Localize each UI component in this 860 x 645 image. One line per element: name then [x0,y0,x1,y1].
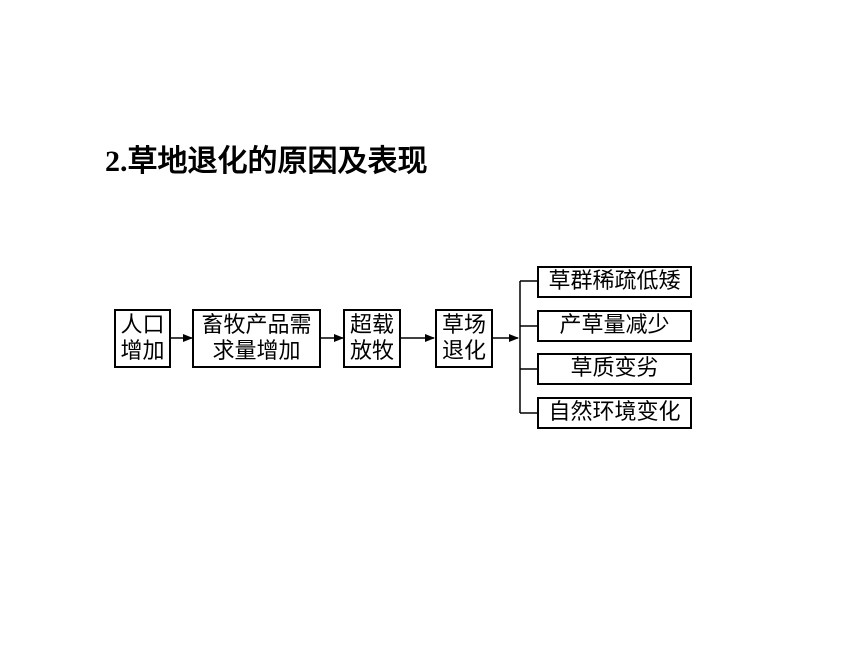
effect-box-quality-decline: 草质变劣 [537,353,692,385]
cause-box-demand: 畜牧产品需 求量增加 [192,309,321,368]
cause-box-overgrazing: 超载 放牧 [343,309,401,368]
effect-box-environment-change: 自然环境变化 [537,397,692,429]
effect-box-yield-decrease: 产草量减少 [537,310,692,342]
title-text: 草地退化的原因及表现 [127,144,428,179]
page-title: 2.草地退化的原因及表现 [105,140,428,184]
title-number: 2. [105,145,128,178]
effect-box-sparse-grass: 草群稀疏低矮 [537,266,692,298]
cause-box-population: 人口 增加 [114,309,171,368]
result-box-degradation: 草场 退化 [435,309,493,368]
